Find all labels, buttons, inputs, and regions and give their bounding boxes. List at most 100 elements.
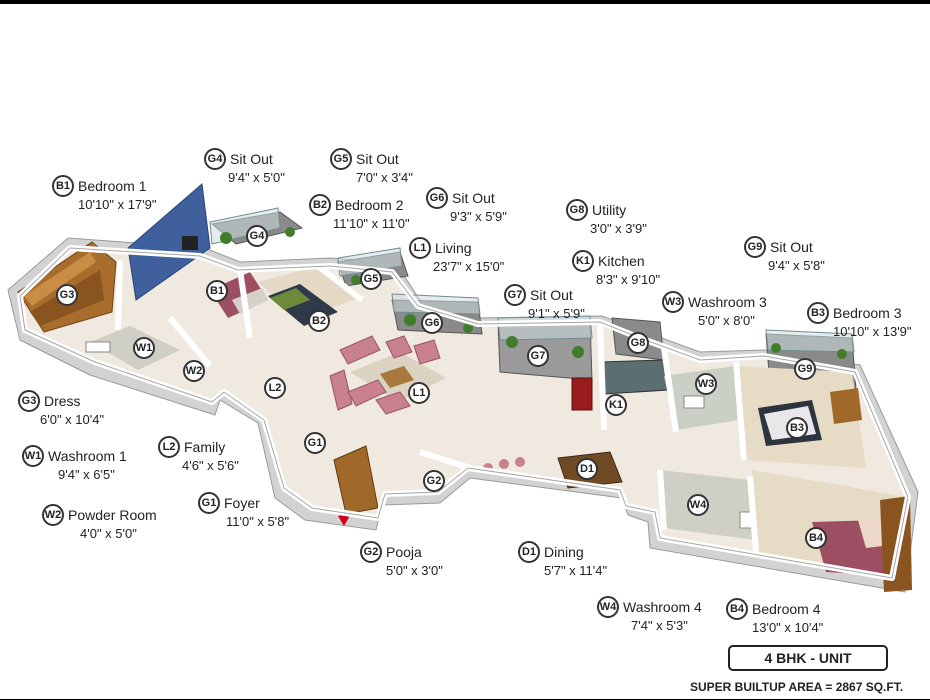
code-badge: B3 [807,302,829,324]
code-badge: G4 [204,148,226,170]
room-name: Living [435,240,472,256]
marker-g4: G4 [246,225,268,247]
room-name: Dress [44,393,81,409]
room-name: Sit Out [356,151,399,167]
marker-w3: W3 [695,373,717,395]
code-badge: L2 [158,436,180,458]
room-name: Powder Room [68,507,157,523]
fridge [571,377,593,411]
room-dim: 5'7" x 11'4" [544,563,608,578]
code-badge: B1 [52,175,74,197]
code-badge: W1 [22,445,44,467]
room-dim: 8'3" x 9'10" [596,272,661,287]
room-name: Bedroom 4 [752,601,821,617]
room-name: Foyer [224,495,260,511]
unit-type-badge: 4 BHK - UNIT [728,645,888,671]
marker-b4: B4 [805,527,827,549]
room-name: Sit Out [530,287,573,303]
marker-g8: G8 [627,332,649,354]
room-name: Washroom 4 [623,599,702,615]
room-dim: 5'0" x 3'0" [386,563,443,578]
marker-l1: L1 [408,382,430,404]
marker-k1: K1 [605,394,627,416]
room-dim: 4'6" x 5'6" [182,458,239,473]
marker-g5: G5 [360,268,382,290]
room-name: Pooja [386,544,422,560]
room-dim: 9'1" x 5'9" [528,306,585,321]
code-badge: G3 [18,390,40,412]
room-dim: 10'10" x 17'9" [78,197,157,212]
code-badge: G7 [504,284,526,306]
code-badge: K1 [572,250,594,272]
room-name: Sit Out [230,151,273,167]
marker-d1: D1 [576,458,598,480]
code-badge: W3 [662,291,684,313]
room-name: Kitchen [598,253,645,269]
code-badge: B2 [309,194,331,216]
marker-g1: G1 [304,432,326,454]
code-badge: G6 [426,187,448,209]
room-name: Sit Out [452,190,495,206]
code-badge: G2 [360,541,382,563]
room-name: Bedroom 3 [833,305,902,321]
marker-b2: B2 [308,310,330,332]
marker-b3: B3 [786,417,808,439]
room-dim: 3'0" x 3'9" [590,221,647,236]
code-badge: W2 [42,504,64,526]
room-dim: 9'3" x 5'9" [450,209,507,224]
code-badge: G8 [566,199,588,221]
code-badge: W4 [597,596,619,618]
room-dim: 23'7" x 15'0" [433,259,505,274]
code-badge: G5 [330,148,352,170]
room-name: Washroom 1 [48,448,127,464]
marker-g3: G3 [56,284,78,306]
room-dim: 9'4" x 5'0" [228,170,285,185]
room-dim: 7'0" x 3'4" [356,170,413,185]
room-name: Washroom 3 [688,294,767,310]
room-dim: 13'0" x 10'4" [752,620,824,635]
room-name: Family [184,439,226,455]
marker-w1: W1 [133,337,155,359]
living-sofa-set [329,335,441,415]
room-name: Bedroom 2 [335,197,404,213]
code-badge: B4 [726,598,748,620]
marker-w2: W2 [183,360,205,382]
marker-g6: G6 [421,312,443,334]
code-badge: G1 [198,492,220,514]
room-name: Sit Out [770,239,813,255]
room-dim: 9'4" x 5'8" [768,258,825,273]
room-name: Dining [544,544,584,560]
room-dim: 9'4" x 6'5" [58,467,115,482]
room-name: Bedroom 1 [78,178,147,194]
super-builtup-area: SUPER BUILTUP AREA = 2867 SQ.FT. [690,680,904,694]
room-dim: 11'0" x 5'8" [226,514,290,529]
marker-l2: L2 [264,377,286,399]
code-badge: D1 [518,541,540,563]
marker-g7: G7 [527,345,549,367]
room-dim: 4'0" x 5'0" [80,526,137,541]
room-dim: 11'10" x 11'0" [333,216,410,231]
room-name: Utility [592,202,627,218]
marker-b1: B1 [206,280,228,302]
room-dim: 10'10" x 13'9" [833,324,912,339]
room-dim: 7'4" x 5'3" [631,618,688,633]
marker-w4: W4 [687,494,709,516]
